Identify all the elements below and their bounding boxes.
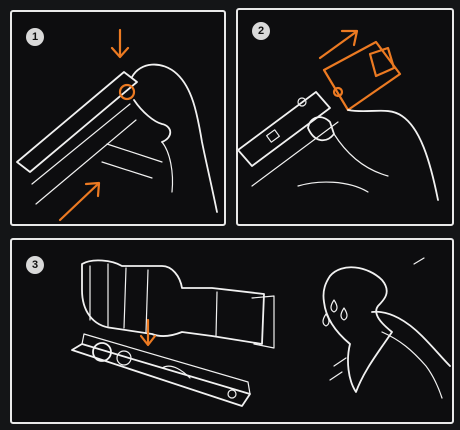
device-edge-line	[252, 122, 338, 186]
motion-line	[334, 358, 346, 366]
forearm-outline	[382, 332, 442, 398]
motion-line-2	[330, 372, 342, 380]
step-1-panel: 1	[10, 10, 226, 226]
cartridge-groove-3	[124, 268, 126, 328]
base-screw	[228, 390, 236, 398]
thumb-outline	[134, 100, 170, 142]
device-rail-line-2	[102, 162, 152, 178]
sharpener-cartridge	[82, 260, 264, 344]
finger-outline	[334, 134, 388, 176]
step-1-illustration	[12, 12, 224, 224]
hand-icon	[132, 65, 217, 212]
device-rail-line	[107, 144, 162, 162]
device-base-rim	[82, 334, 250, 394]
slot-opening	[267, 130, 280, 142]
step-2-panel: 2	[236, 8, 454, 226]
finger-outline	[162, 142, 173, 192]
hand-icon	[348, 110, 438, 200]
up-right-arrow-icon	[60, 184, 98, 220]
release-button-highlight	[120, 85, 134, 99]
hand-icon	[372, 312, 450, 366]
device-slot-line	[32, 104, 130, 184]
motion-line-3	[414, 258, 424, 264]
step-3-panel: 3	[10, 238, 454, 424]
step-3-illustration	[12, 240, 452, 422]
up-right-arrow-icon	[320, 32, 356, 58]
water-drops-icon	[331, 300, 337, 312]
finger-outline-2	[298, 182, 368, 192]
water-drop-2	[341, 308, 347, 320]
step-2-illustration	[238, 10, 452, 224]
device-housing	[238, 92, 330, 166]
device-housing	[17, 72, 137, 172]
thumb-icon	[308, 117, 334, 140]
cleaning-cloth-icon	[323, 267, 392, 392]
cartridge-edge	[216, 292, 217, 336]
